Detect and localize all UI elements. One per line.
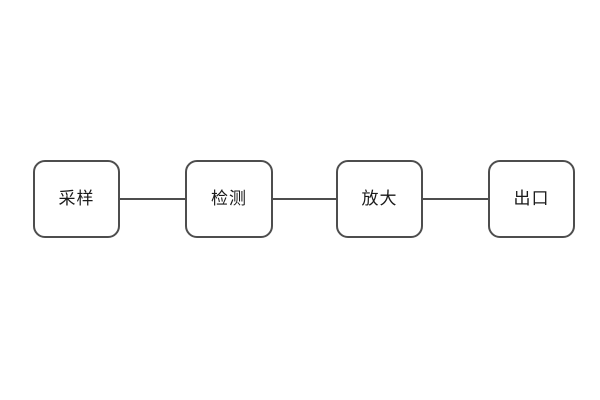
flow-node-sampling-label: 采样 [58, 188, 95, 209]
flow-node-detection: 检测 [185, 160, 273, 238]
flow-node-amplification: 放大 [336, 160, 423, 238]
edge-sampling-detection [120, 198, 185, 200]
flow-node-outlet-label: 出口 [513, 188, 550, 209]
flow-node-detection-label: 检测 [211, 188, 247, 209]
edge-amplification-outlet [423, 198, 488, 200]
flow-node-sampling: 采样 [33, 160, 120, 238]
edge-detection-amplification [273, 198, 336, 200]
flow-node-amplification-label: 放大 [361, 188, 398, 209]
flow-node-outlet: 出口 [488, 160, 575, 238]
